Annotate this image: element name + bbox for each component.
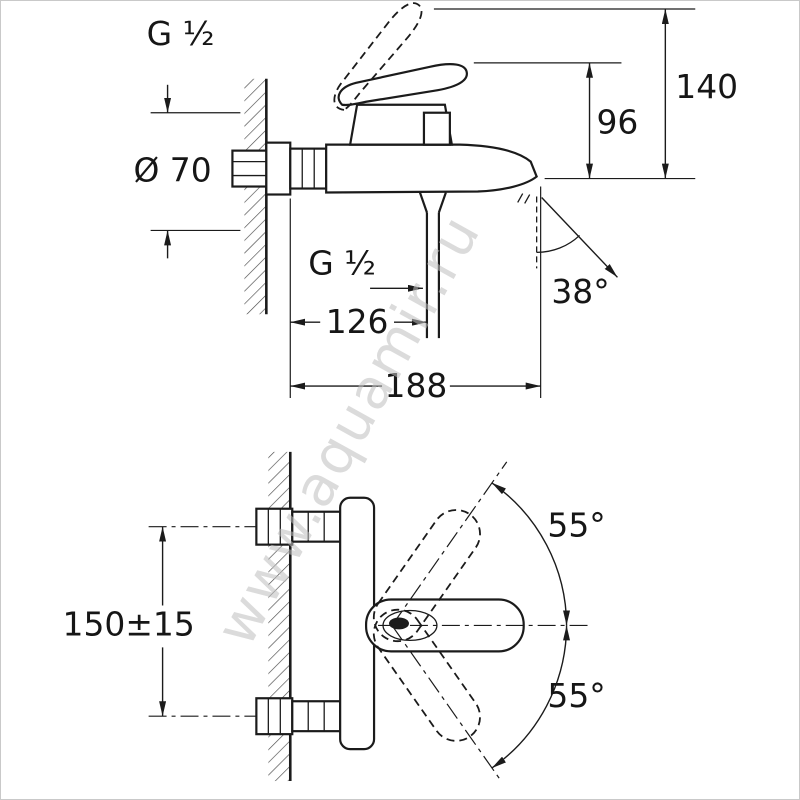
lever-raised-dashed bbox=[333, 2, 423, 111]
hex-nut-bottom bbox=[255, 697, 294, 736]
dim-total-reach: 188 bbox=[290, 186, 542, 405]
dim-escutcheon-diameter: Ø 70 bbox=[133, 84, 241, 259]
spout-height-label: 96 bbox=[597, 103, 639, 142]
dim-spout-height: 96 bbox=[473, 62, 696, 180]
lever-up-dashed bbox=[372, 509, 481, 643]
dim-hose-thread: G ½ bbox=[308, 243, 423, 292]
diverter-knob bbox=[422, 111, 451, 146]
dim-connection-centers: 150±15 bbox=[63, 526, 195, 717]
escutcheon-diameter-label: Ø 70 bbox=[133, 151, 211, 190]
dim-lever-swing-up: 55° bbox=[491, 482, 606, 626]
hose-thread-label: G ½ bbox=[308, 243, 376, 282]
spout-reach-label: 126 bbox=[326, 302, 389, 341]
dim-lever-swing-down: 55° bbox=[491, 625, 606, 769]
lever-swing-down-label: 55° bbox=[547, 676, 605, 715]
escutcheon bbox=[265, 141, 292, 196]
supply-fitting bbox=[231, 141, 328, 196]
faucet-body-side bbox=[325, 2, 538, 339]
total-reach-label: 188 bbox=[385, 366, 448, 405]
hex-nut-top bbox=[255, 507, 294, 546]
wall-hatch bbox=[244, 78, 267, 315]
coupling-top bbox=[291, 510, 342, 543]
front-view: 55° 55° 150±15 bbox=[63, 451, 606, 782]
lever-axis-up bbox=[391, 461, 508, 626]
body-and-spout bbox=[325, 143, 538, 194]
lever-swing-up-label: 55° bbox=[547, 506, 605, 545]
dim-spout-reach: 126 bbox=[289, 198, 427, 399]
dim-wall-thread: G ½ bbox=[147, 14, 215, 53]
spout-angle-arc bbox=[536, 234, 580, 254]
bottom-connection bbox=[255, 697, 342, 736]
connection-centers-label: 150±15 bbox=[63, 604, 195, 643]
lever-down-dashed bbox=[372, 608, 481, 742]
handle-slot-mark bbox=[389, 617, 409, 630]
shower-hose bbox=[418, 192, 447, 339]
top-connection bbox=[255, 507, 342, 546]
coupling-bottom bbox=[291, 700, 342, 733]
hex-nut bbox=[231, 149, 268, 188]
wall-section bbox=[244, 78, 268, 315]
total-height-label: 140 bbox=[675, 67, 738, 106]
wall-thread-label: G ½ bbox=[147, 14, 215, 53]
spout-angle-label: 38° bbox=[551, 272, 609, 311]
side-view: G ½ Ø 70 96 140 G ½ 126 bbox=[133, 2, 738, 405]
dim-total-height: 140 bbox=[433, 8, 738, 179]
spout-outlet-ticks bbox=[517, 193, 531, 204]
coupling-nut bbox=[289, 147, 328, 190]
lever-handle-side bbox=[337, 63, 468, 107]
dim-spout-angle: 38° bbox=[536, 196, 618, 311]
